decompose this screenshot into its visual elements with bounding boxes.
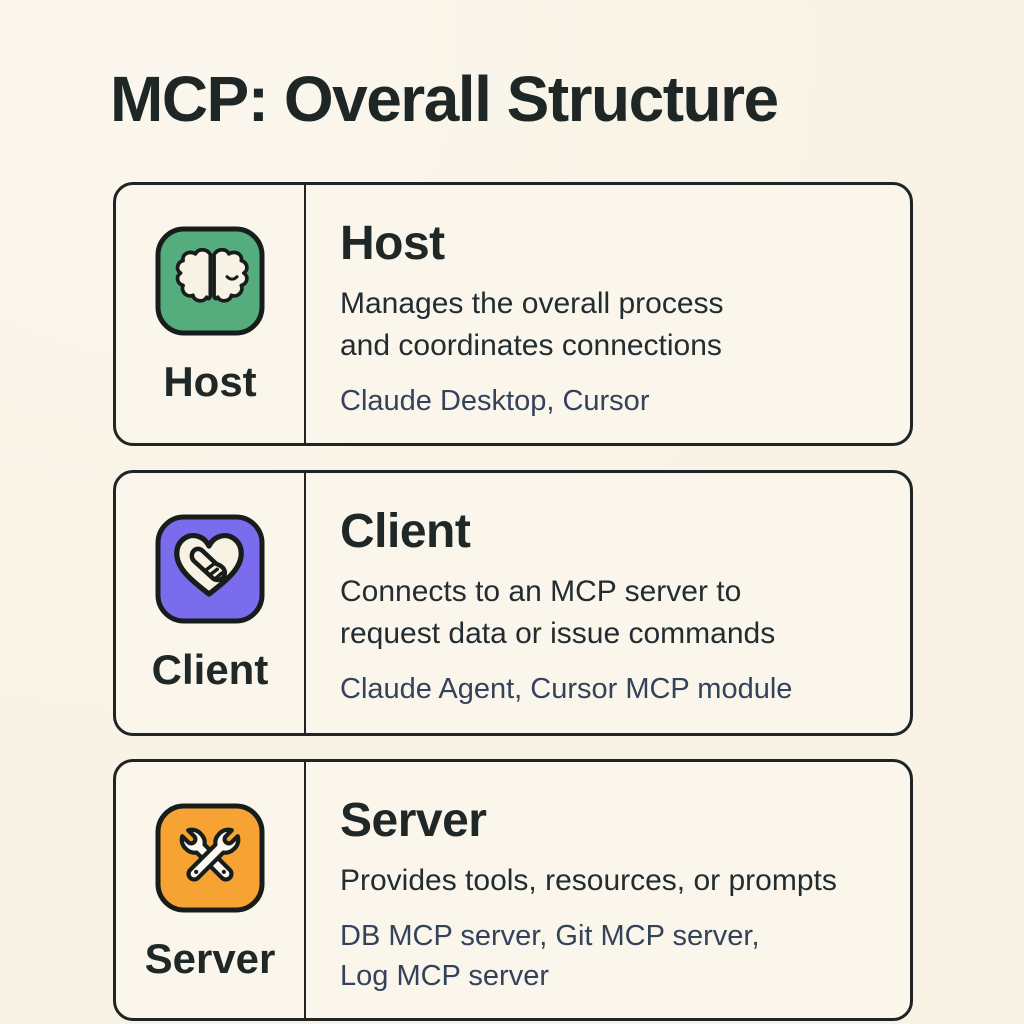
card-client-content: Client Connects to an MCP server to requ… xyxy=(306,473,910,733)
card-host-heading: Host xyxy=(340,217,445,270)
card-client-description: Connects to an MCP server to request dat… xyxy=(340,574,776,650)
card-host-content: Host Manages the overall process and coo… xyxy=(306,185,910,443)
card-host: Host Host Manages the overall process an… xyxy=(113,182,913,446)
card-host-examples: Claude Desktop, Cursor xyxy=(340,384,650,417)
card-client-heading: Client xyxy=(340,505,471,558)
card-host-label: Host xyxy=(163,358,257,405)
brain-icon xyxy=(155,226,265,336)
card-server-heading: Server xyxy=(340,794,487,847)
card-server-content: Server Provides tools, resources, or pro… xyxy=(306,762,910,1018)
page-title: MCP: Overall Structure xyxy=(110,63,779,135)
handshake-heart-icon xyxy=(155,514,265,624)
card-server-examples: DB MCP server, Git MCP server, Log MCP s… xyxy=(340,919,760,992)
card-server-left-column: Server xyxy=(116,762,306,1018)
crossed-tools-icon xyxy=(155,803,265,913)
card-server: Server Server Provides tools, resources,… xyxy=(113,759,913,1021)
card-client-label: Client xyxy=(151,646,269,693)
card-host-left-column: Host xyxy=(116,185,306,443)
card-server-label: Server xyxy=(144,935,276,982)
card-client: Client Client Connects to an MCP server … xyxy=(113,470,913,736)
card-host-description: Manages the overall process and coordina… xyxy=(340,286,724,362)
card-client-examples: Claude Agent, Cursor MCP module xyxy=(340,672,793,705)
card-server-description: Provides tools, resources, or prompts xyxy=(340,863,837,897)
card-client-left-column: Client xyxy=(116,473,306,733)
